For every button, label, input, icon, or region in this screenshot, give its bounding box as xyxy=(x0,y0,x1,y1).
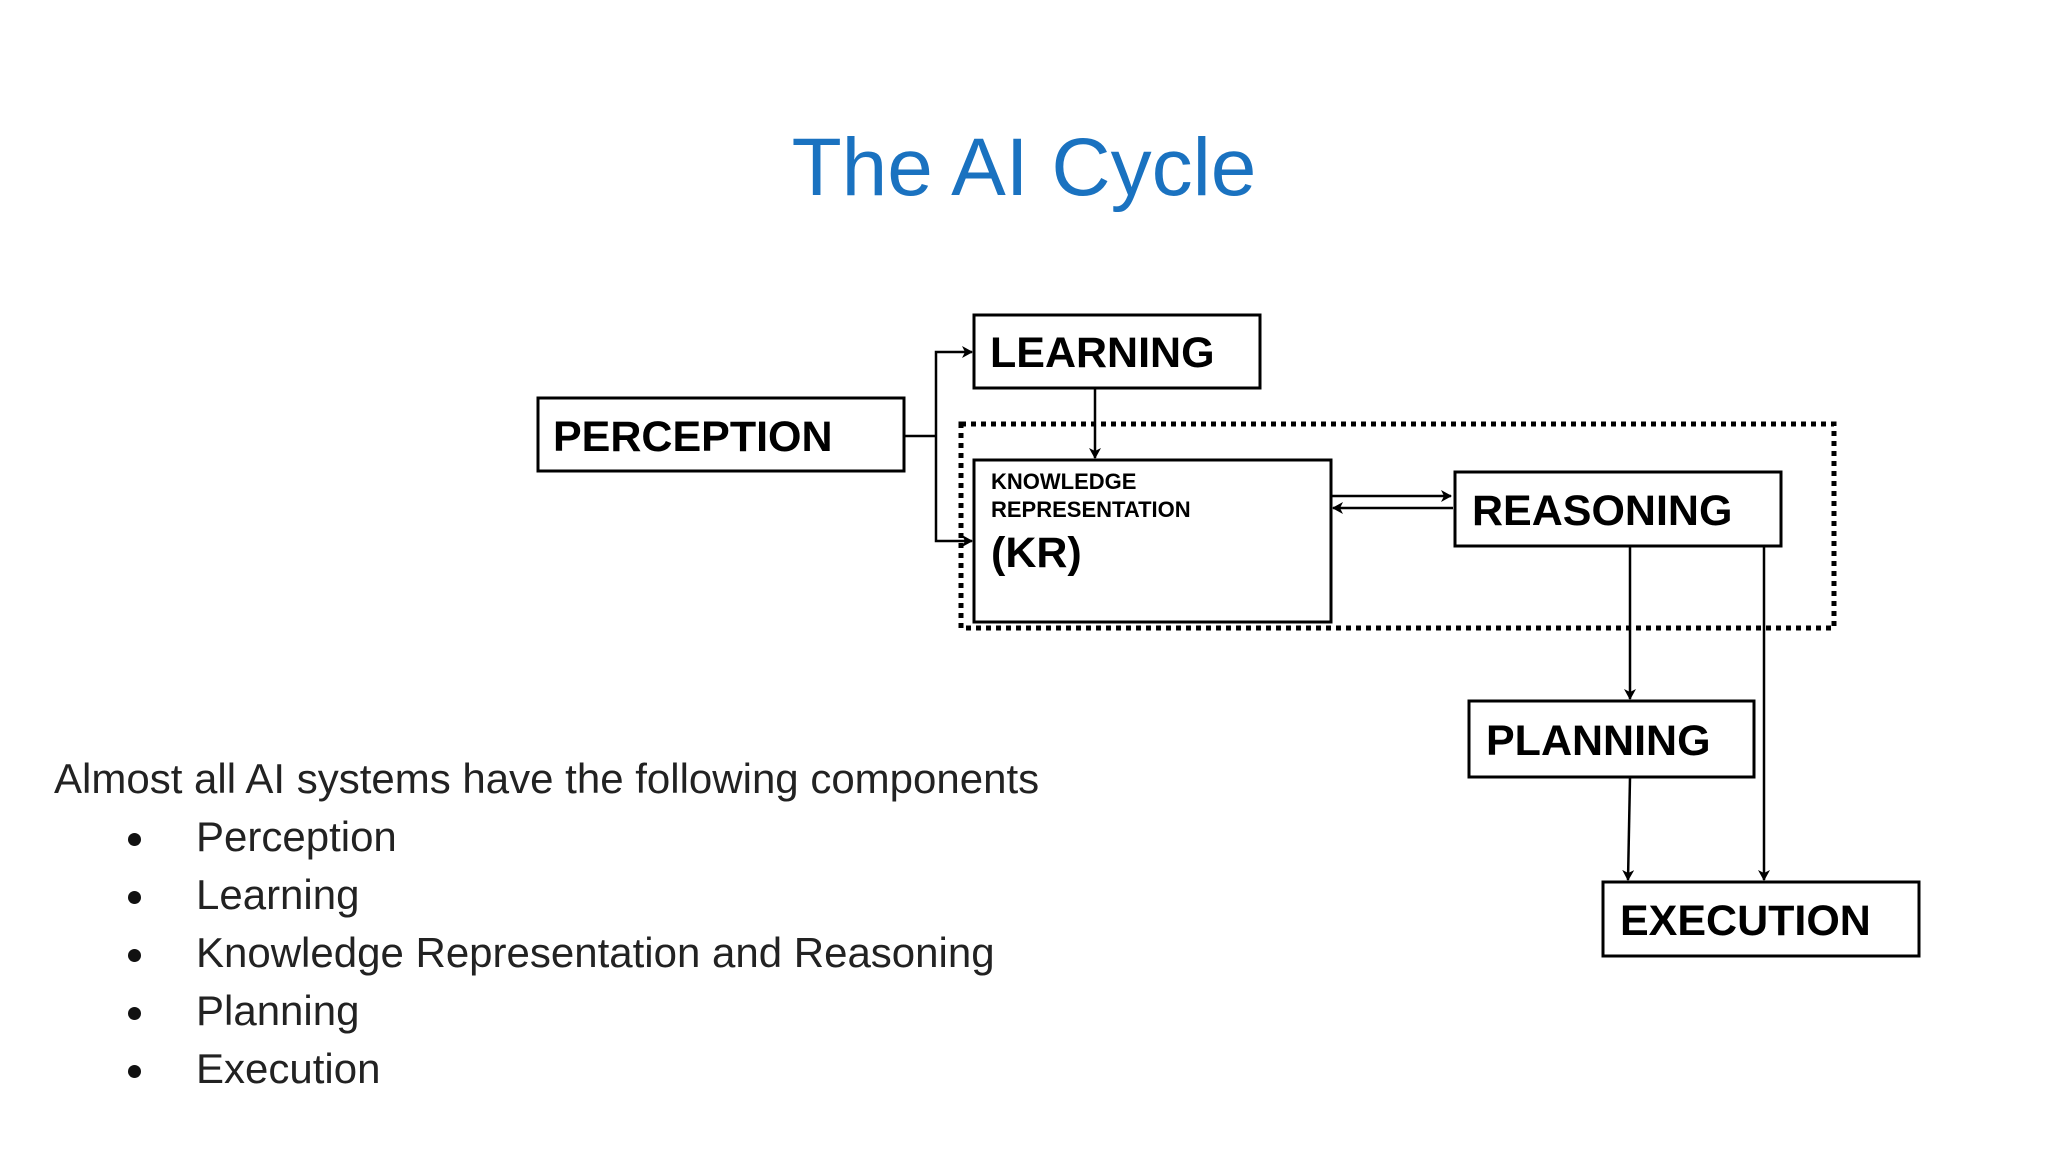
slide-title: The AI Cycle xyxy=(791,122,1257,213)
node-kr-label-line3: (KR) xyxy=(991,529,1082,577)
list-item-label: Knowledge Representation and Reasoning xyxy=(196,929,995,976)
component-list: Perception Learning Knowledge Representa… xyxy=(54,808,1039,1098)
list-item-label: Planning xyxy=(196,987,360,1034)
node-perception-label: PERCEPTION xyxy=(553,413,833,461)
node-execution-label: EXECUTION xyxy=(1620,897,1871,945)
node-execution: EXECUTION xyxy=(1601,880,1921,958)
node-reasoning: REASONING xyxy=(1453,470,1783,548)
list-item: Knowledge Representation and Reasoning xyxy=(54,924,1039,982)
bullet-icon xyxy=(128,891,141,904)
body-text: Almost all AI systems have the following… xyxy=(54,750,1039,1098)
node-knowledge-representation: KNOWLEDGE REPRESENTATION (KR) xyxy=(972,458,1333,624)
node-learning-label: LEARNING xyxy=(990,329,1215,377)
node-reasoning-label: REASONING xyxy=(1472,487,1732,535)
list-item: Learning xyxy=(54,866,1039,924)
node-perception: PERCEPTION xyxy=(536,396,906,473)
bullet-icon xyxy=(128,949,141,962)
kr-reasoning-group-boundary xyxy=(958,421,1837,631)
node-kr-label-line2: REPRESENTATION xyxy=(991,497,1191,522)
edge-perception-to-kr xyxy=(934,436,973,547)
list-item: Execution xyxy=(54,1040,1039,1098)
edge-perception-to-learning xyxy=(934,346,973,436)
intro-text: Almost all AI systems have the following… xyxy=(54,755,1040,802)
bullet-icon xyxy=(128,833,141,846)
list-item: Planning xyxy=(54,982,1039,1040)
list-item-label: Perception xyxy=(196,813,397,860)
node-kr-label-line1: KNOWLEDGE xyxy=(991,469,1136,494)
edge-planning-to-execution xyxy=(1622,777,1635,881)
bullet-icon xyxy=(128,1007,141,1020)
list-item-label: Learning xyxy=(196,871,360,918)
list-item: Perception xyxy=(54,808,1039,866)
node-learning: LEARNING xyxy=(972,313,1262,390)
list-item-label: Execution xyxy=(196,1045,381,1092)
node-planning: PLANNING xyxy=(1467,699,1756,779)
bullet-icon xyxy=(128,1065,141,1078)
node-planning-label: PLANNING xyxy=(1486,717,1711,765)
